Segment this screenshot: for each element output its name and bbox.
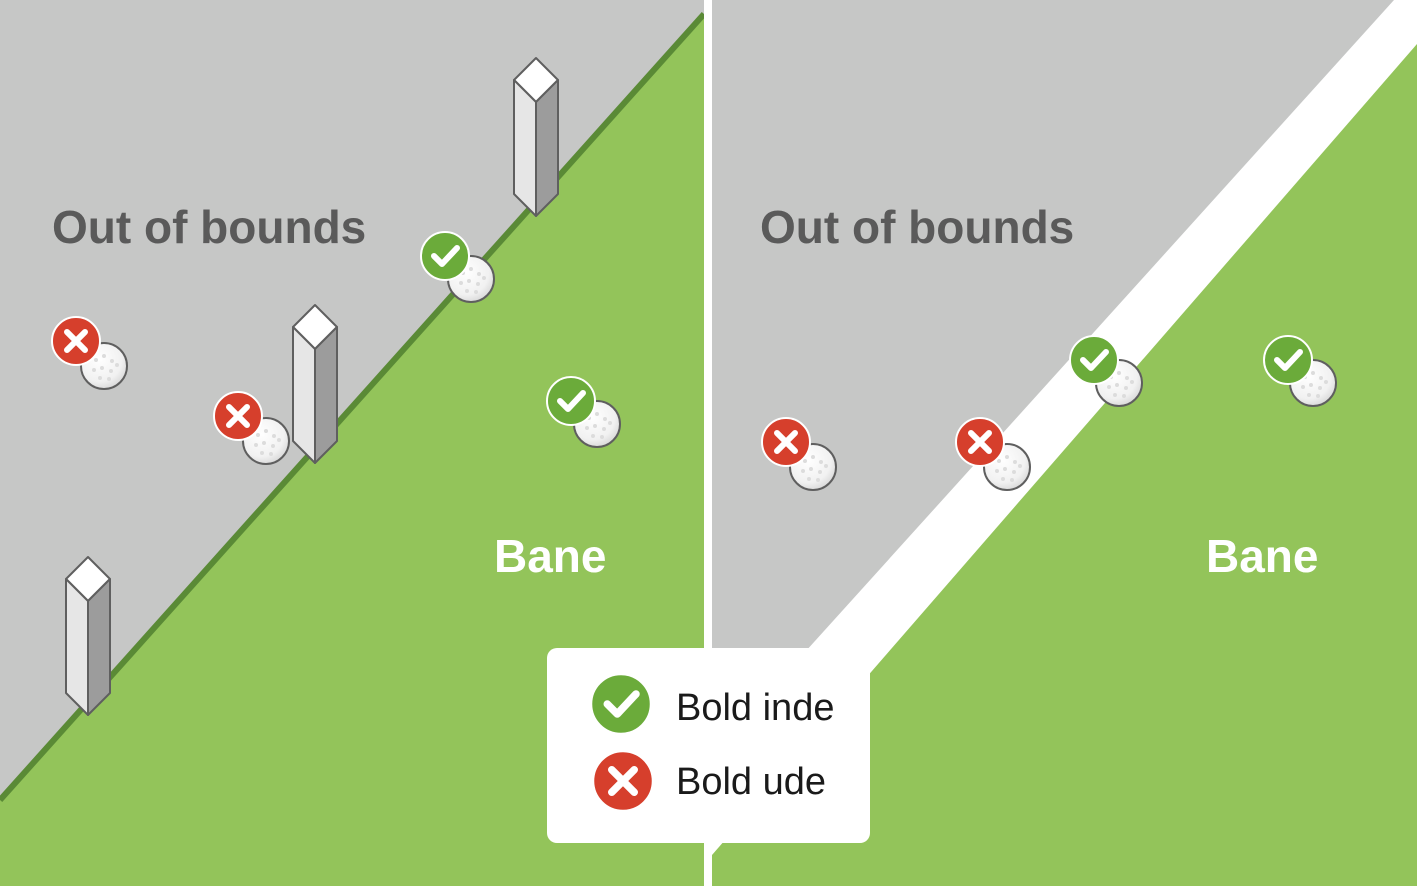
left-panel: Out of bounds Bane bbox=[0, 0, 704, 886]
cross-icon bbox=[593, 751, 653, 811]
legend-box bbox=[547, 648, 870, 843]
check-icon bbox=[591, 674, 651, 734]
legend-out-label: Bold ude bbox=[676, 761, 826, 803]
cross-icon bbox=[52, 317, 100, 365]
legend-item-out: Bold ude bbox=[593, 751, 826, 811]
left-course-label: Bane bbox=[494, 530, 606, 582]
left-course-area bbox=[0, 14, 704, 886]
boundary-stake bbox=[513, 57, 559, 217]
left-boundary-line bbox=[0, 11, 704, 803]
legend: Bold inde Bold ude bbox=[547, 648, 870, 843]
check-icon bbox=[1264, 336, 1312, 384]
boundary-stake bbox=[65, 556, 111, 716]
cross-icon bbox=[214, 392, 262, 440]
legend-in-label: Bold inde bbox=[676, 687, 834, 729]
legend-item-in: Bold inde bbox=[591, 674, 834, 734]
left-out-of-bounds-label: Out of bounds bbox=[52, 201, 366, 253]
right-course-label: Bane bbox=[1206, 530, 1318, 582]
panel-divider bbox=[704, 0, 712, 886]
boundary-stake bbox=[292, 304, 338, 464]
right-out-of-bounds-label: Out of bounds bbox=[760, 201, 1074, 253]
check-icon bbox=[421, 232, 469, 280]
check-icon bbox=[547, 377, 595, 425]
cross-icon bbox=[956, 418, 1004, 466]
cross-icon bbox=[762, 418, 810, 466]
check-icon bbox=[1070, 336, 1118, 384]
right-course-area bbox=[712, 44, 1417, 886]
